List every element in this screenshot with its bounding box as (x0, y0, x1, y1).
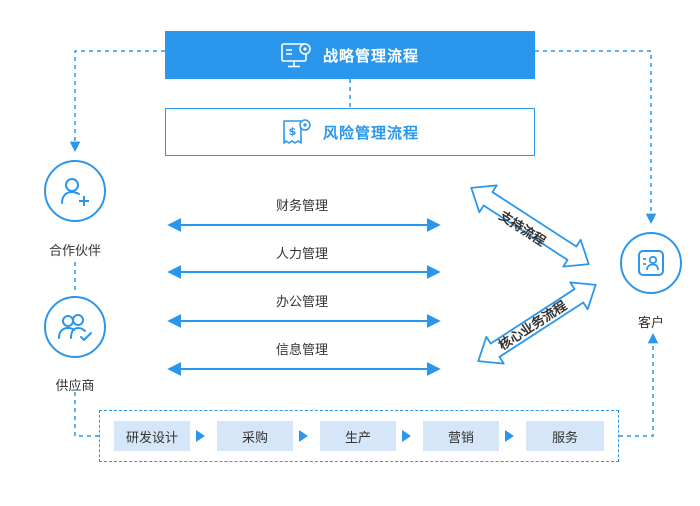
partner-node (44, 160, 106, 222)
users-check-icon (58, 314, 92, 341)
chain-arrow-icon (402, 430, 411, 442)
supplier-label: 供应商 (55, 379, 95, 394)
strategy-customer-connector (535, 50, 657, 225)
customer-label: 客户 (637, 316, 664, 331)
partner-label: 合作伙伴 (48, 244, 101, 259)
chain-arrow-icon (505, 430, 514, 442)
step-production: 生产 (320, 421, 396, 451)
step-rnd: 研发设计 (114, 421, 190, 451)
core-process-arrow (477, 281, 597, 365)
strategy-process-label: 战略管理流程 (322, 46, 419, 65)
chain-arrow-icon (299, 430, 308, 442)
user-add-icon (61, 178, 89, 206)
info-label: 信息管理 (275, 343, 328, 358)
risk-process-box: $ 风险管理流程 (165, 108, 535, 156)
step-marketing: 营销 (423, 421, 499, 451)
step-service: 服务 (526, 421, 604, 451)
hr-label: 人力管理 (275, 247, 328, 262)
dollar-document-icon: $ (283, 119, 311, 144)
customer-node (620, 232, 682, 294)
supplier-chain-connector (74, 392, 99, 437)
finance-label: 财务管理 (275, 199, 328, 214)
chain-arrow-icon (196, 430, 205, 442)
strategy-process-box: 战略管理流程 (165, 31, 535, 79)
svg-text:$: $ (289, 125, 297, 138)
support-process-arrow (470, 184, 590, 268)
chain-customer-connector (619, 332, 659, 437)
risk-process-label: 风险管理流程 (322, 123, 419, 142)
office-label: 办公管理 (275, 295, 328, 310)
step-procurement: 采购 (217, 421, 293, 451)
supplier-node (44, 296, 106, 358)
id-card-icon (638, 250, 664, 276)
value-chain: 研发设计 采购 生产 营销 服务 (99, 410, 619, 462)
monitor-gear-icon (281, 43, 311, 68)
strategy-partner-connector (69, 50, 165, 153)
